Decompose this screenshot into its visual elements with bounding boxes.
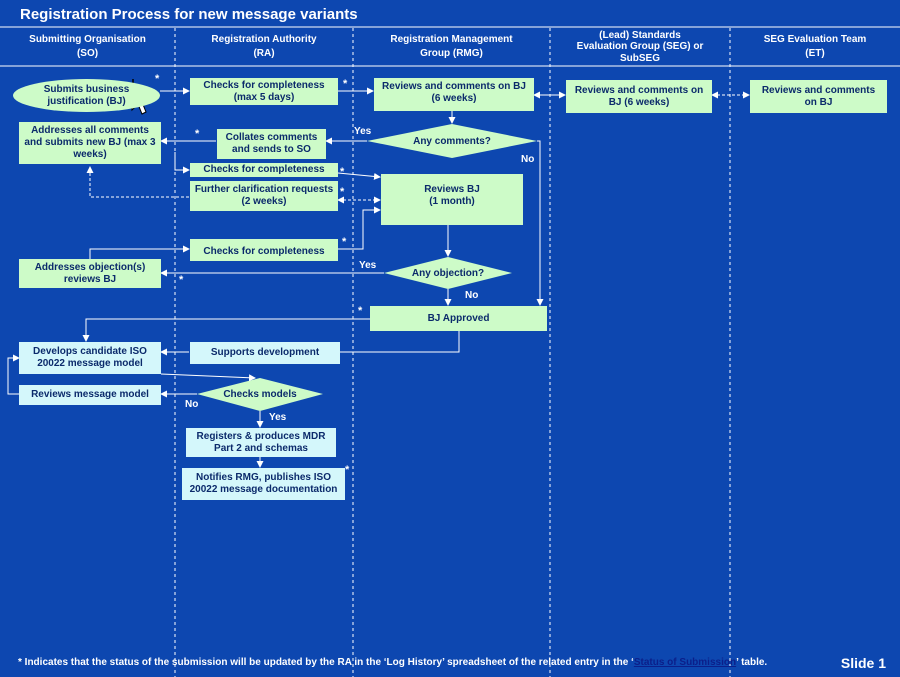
step-text: (1 month) xyxy=(429,196,475,207)
seg-review-step: Reviews and comments on BJ (6 weeks) xyxy=(566,80,712,113)
footnote: * Indicates that the status of the submi… xyxy=(18,657,767,668)
ra-support-development-step: Supports development xyxy=(190,342,340,364)
decision-checks-models-shape xyxy=(197,378,323,411)
lane-header-line: Registration Management xyxy=(390,33,513,45)
step-text: BJ Approved xyxy=(427,312,490,324)
step-text: Supports development xyxy=(210,347,320,358)
lane-header-line: (ET) xyxy=(805,48,825,59)
step-text: reviews BJ xyxy=(63,273,117,285)
step-text: Checks for completeness xyxy=(203,245,325,257)
step-text: Checks for completeness xyxy=(203,164,325,175)
step-text: 20022 message model xyxy=(37,358,143,369)
step-text: Addresses objection(s) xyxy=(34,261,146,273)
yes-label: Yes xyxy=(359,260,377,271)
lane-header-line: (Lead) Standards xyxy=(599,29,681,41)
step-text: on BJ xyxy=(804,96,833,108)
ra-check-completeness-3-step: Checks for completeness xyxy=(190,239,338,261)
so-address-comments-step: Addresses all comments and submits new B… xyxy=(19,122,161,164)
step-text: Reviews and comments xyxy=(761,84,876,96)
step-text: Addresses all comments xyxy=(31,125,149,136)
decision-any-comments: Any comments? xyxy=(413,135,491,147)
step-text: Develops candidate ISO xyxy=(33,346,147,357)
footnote-text: * Indicates that the status of the submi… xyxy=(18,657,634,668)
step-text: Registers & produces MDR xyxy=(196,430,326,442)
decision-any-comments-shape xyxy=(367,124,537,158)
so-address-objection-step: Addresses objection(s) reviews BJ xyxy=(19,259,161,288)
status-update-star: * xyxy=(343,78,348,90)
step-text: Further clarification requests xyxy=(194,184,334,195)
no-label: No xyxy=(521,154,535,165)
rmg-review-step: Reviews and comments on BJ (6 weeks) xyxy=(374,78,534,111)
status-update-star: * xyxy=(340,166,345,178)
status-update-star: * xyxy=(358,305,363,317)
no-label: No xyxy=(185,399,199,410)
step-text: Notifies RMG, publishes ISO xyxy=(195,472,331,483)
step-text: Checks for completeness xyxy=(203,79,325,91)
lane-header-line: Group (RMG) xyxy=(420,48,483,59)
status-update-star: * xyxy=(179,274,184,286)
decision-any-objection-shape xyxy=(384,257,512,289)
lane-header-et: SEG Evaluation Team (ET) xyxy=(730,28,900,66)
status-update-star: * xyxy=(155,73,160,85)
decision-any-objection: Any objection? xyxy=(411,267,485,279)
step-text: BJ (6 weeks) xyxy=(608,96,670,108)
ra-check-completeness-2-step: Checks for completeness xyxy=(190,163,338,177)
lane-header-line: SubSEG xyxy=(619,52,660,64)
step-text: Collates comments xyxy=(225,132,318,143)
rmg-bj-approved-step: BJ Approved xyxy=(370,306,547,331)
lane-header-line: (RA) xyxy=(253,48,275,59)
rmg-review-bj-step: Reviews BJ (1 month) xyxy=(381,174,523,225)
lane-header-seg: (Lead) Standards Evaluation Group (SEG) … xyxy=(550,28,730,66)
lane-header-ra: Registration Authority (RA) xyxy=(175,28,353,66)
step-text: (6 weeks) xyxy=(431,93,477,104)
yes-label: Yes xyxy=(354,126,372,137)
decision-checks-models: Checks models xyxy=(223,388,297,400)
lane-header-line: Submitting Organisation xyxy=(29,33,146,45)
slide-number: Slide 1 xyxy=(840,655,886,671)
no-label: No xyxy=(465,290,479,301)
step-text: Part 2 and schemas xyxy=(214,442,308,454)
connectors xyxy=(7,87,750,468)
footnote-text-end: ’ table. xyxy=(736,657,768,668)
step-text: (2 weeks) xyxy=(241,196,287,207)
lane-header-line: (SO) xyxy=(76,48,99,59)
diagram-title: Registration Process for new message var… xyxy=(20,6,358,23)
yes-label: Yes xyxy=(269,412,287,423)
status-update-star: * xyxy=(195,128,200,140)
status-update-star: * xyxy=(340,186,345,198)
lane-header-line: Evaluation Group (SEG) or xyxy=(576,41,704,53)
lane-header-line: Registration Authority xyxy=(211,33,317,45)
step-text: Reviews message model xyxy=(31,389,149,400)
step-text: and sends to SO xyxy=(232,144,311,155)
ra-check-completeness-step: Checks for completeness (max 5 days) xyxy=(190,78,338,105)
step-text: (max 5 days) xyxy=(233,91,295,103)
submit-bj-step: Submits business justification (BJ) xyxy=(13,79,160,112)
step-text: and submits new BJ (max 3 xyxy=(24,137,156,148)
ra-notifies-rmg-step: Notifies RMG, publishes ISO 20022 messag… xyxy=(182,468,345,500)
ra-registers-mdr-step: Registers & produces MDR Part 2 and sche… xyxy=(186,428,336,457)
step-text: Submits business xyxy=(43,83,130,95)
step-text: Reviews BJ xyxy=(424,184,480,195)
status-of-submission-link[interactable]: Status of Submission xyxy=(633,657,737,668)
step-text: 20022 message documentation xyxy=(189,484,338,495)
et-review-step: Reviews and comments on BJ xyxy=(750,80,887,113)
lane-header-rmg: Registration Management Group (RMG) xyxy=(353,28,550,66)
step-text: justification (BJ) xyxy=(47,95,126,107)
status-update-star: * xyxy=(342,236,347,248)
so-develop-model-step: Develops candidate ISO 20022 message mod… xyxy=(19,342,161,374)
ra-collate-comments-step: Collates comments and sends to SO xyxy=(217,129,326,159)
step-text: Reviews and comments on xyxy=(574,84,704,96)
step-text: weeks) xyxy=(73,149,107,160)
ra-clarification-step: Further clarification requests (2 weeks) xyxy=(190,181,338,211)
lane-header-line: SEG Evaluation Team xyxy=(763,33,867,45)
so-reviews-model-step: Reviews message model xyxy=(19,385,161,405)
status-update-star: * xyxy=(345,464,350,476)
step-text: Reviews and comments on BJ xyxy=(382,81,526,92)
lane-header-so: Submitting Organisation (SO) xyxy=(0,28,175,66)
